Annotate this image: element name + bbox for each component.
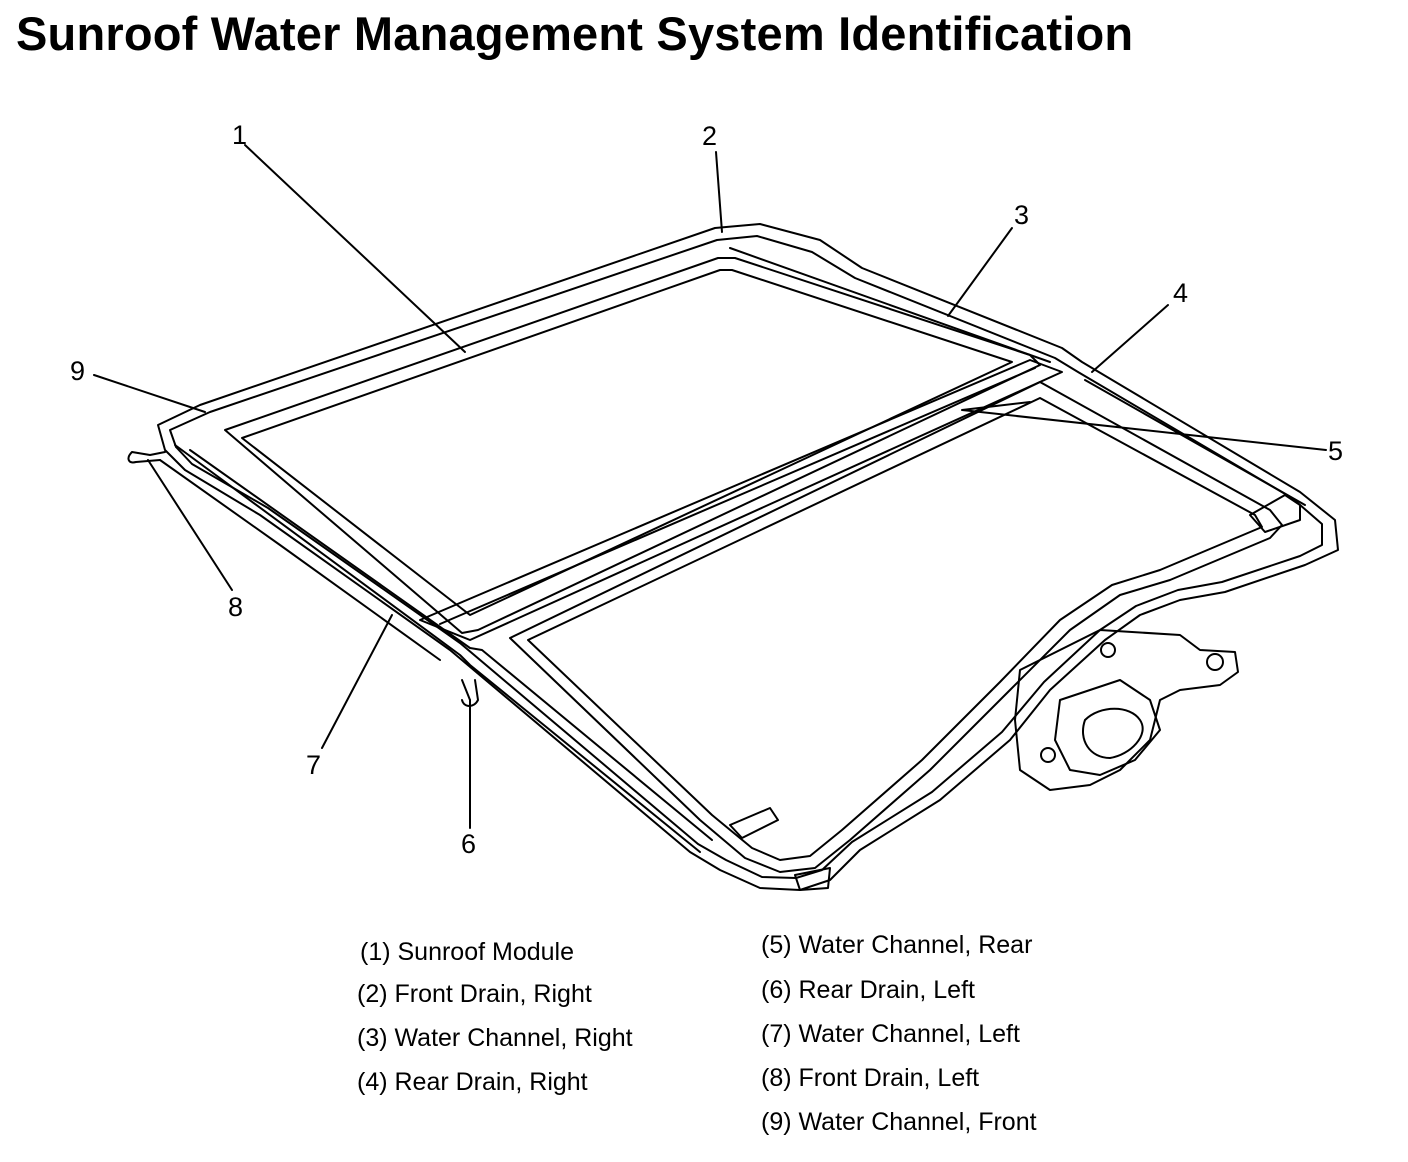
callout-2: 2 <box>702 121 717 151</box>
front-opening-inner <box>241 269 1013 616</box>
leader-4 <box>1091 304 1169 373</box>
leader-9 <box>93 374 206 413</box>
legend-item: (4) Rear Drain, Right <box>357 1068 588 1096</box>
motor-housing <box>1014 629 1239 791</box>
leader-1 <box>244 144 466 353</box>
legend-item: (8) Front Drain, Left <box>761 1064 980 1092</box>
frame-outer-inner <box>169 235 1323 879</box>
callout-7: 7 <box>306 750 321 780</box>
callout-6: 6 <box>461 829 476 859</box>
front-opening <box>224 257 1041 634</box>
legend-item: (3) Water Channel, Right <box>357 1024 633 1052</box>
leader-5 <box>961 401 1327 451</box>
rear-opening-inner <box>527 397 1263 861</box>
callout-5: 5 <box>1328 436 1343 466</box>
front-drain-left <box>127 451 166 464</box>
legend-item: (9) Water Channel, Front <box>761 1108 1037 1136</box>
cross-member <box>419 359 1063 641</box>
left-rail <box>174 444 701 853</box>
leader-2 <box>715 151 723 233</box>
legend-item: (2) Front Drain, Right <box>357 980 592 1008</box>
page-title: Sunroof Water Management System Identifi… <box>16 7 1134 60</box>
callout-1: 1 <box>232 120 247 150</box>
callout-9: 9 <box>70 356 85 386</box>
legend-item: (1) Sunroof Module <box>360 938 575 966</box>
callout-8: 8 <box>228 592 243 622</box>
frame-outer <box>157 223 1339 891</box>
leader-7 <box>321 614 393 749</box>
legend-item: (5) Water Channel, Rear <box>761 931 1033 959</box>
leader-3 <box>947 227 1013 317</box>
legend-item: (7) Water Channel, Left <box>761 1020 1020 1048</box>
leader-8 <box>147 459 233 591</box>
callout-3: 3 <box>1014 200 1029 230</box>
callout-4: 4 <box>1173 278 1188 308</box>
legend-item: (6) Rear Drain, Left <box>761 976 975 1004</box>
